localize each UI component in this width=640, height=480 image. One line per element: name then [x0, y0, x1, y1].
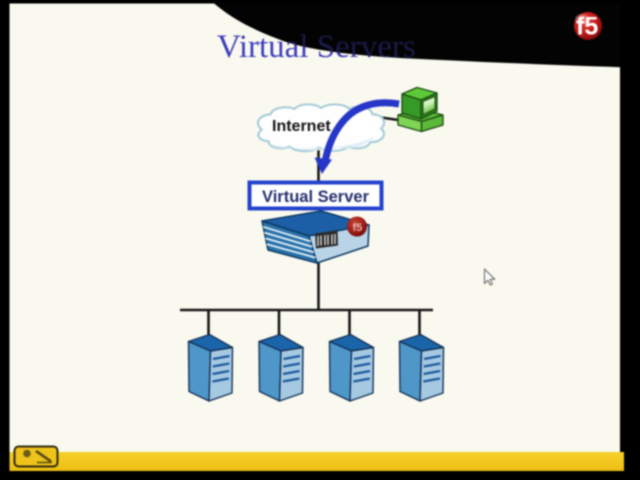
svg-text:Internet: Internet: [272, 118, 331, 135]
svg-text:f5: f5: [576, 13, 598, 41]
svg-text:f5: f5: [353, 222, 363, 234]
svg-text:Virtual Server: Virtual Server: [262, 188, 370, 206]
